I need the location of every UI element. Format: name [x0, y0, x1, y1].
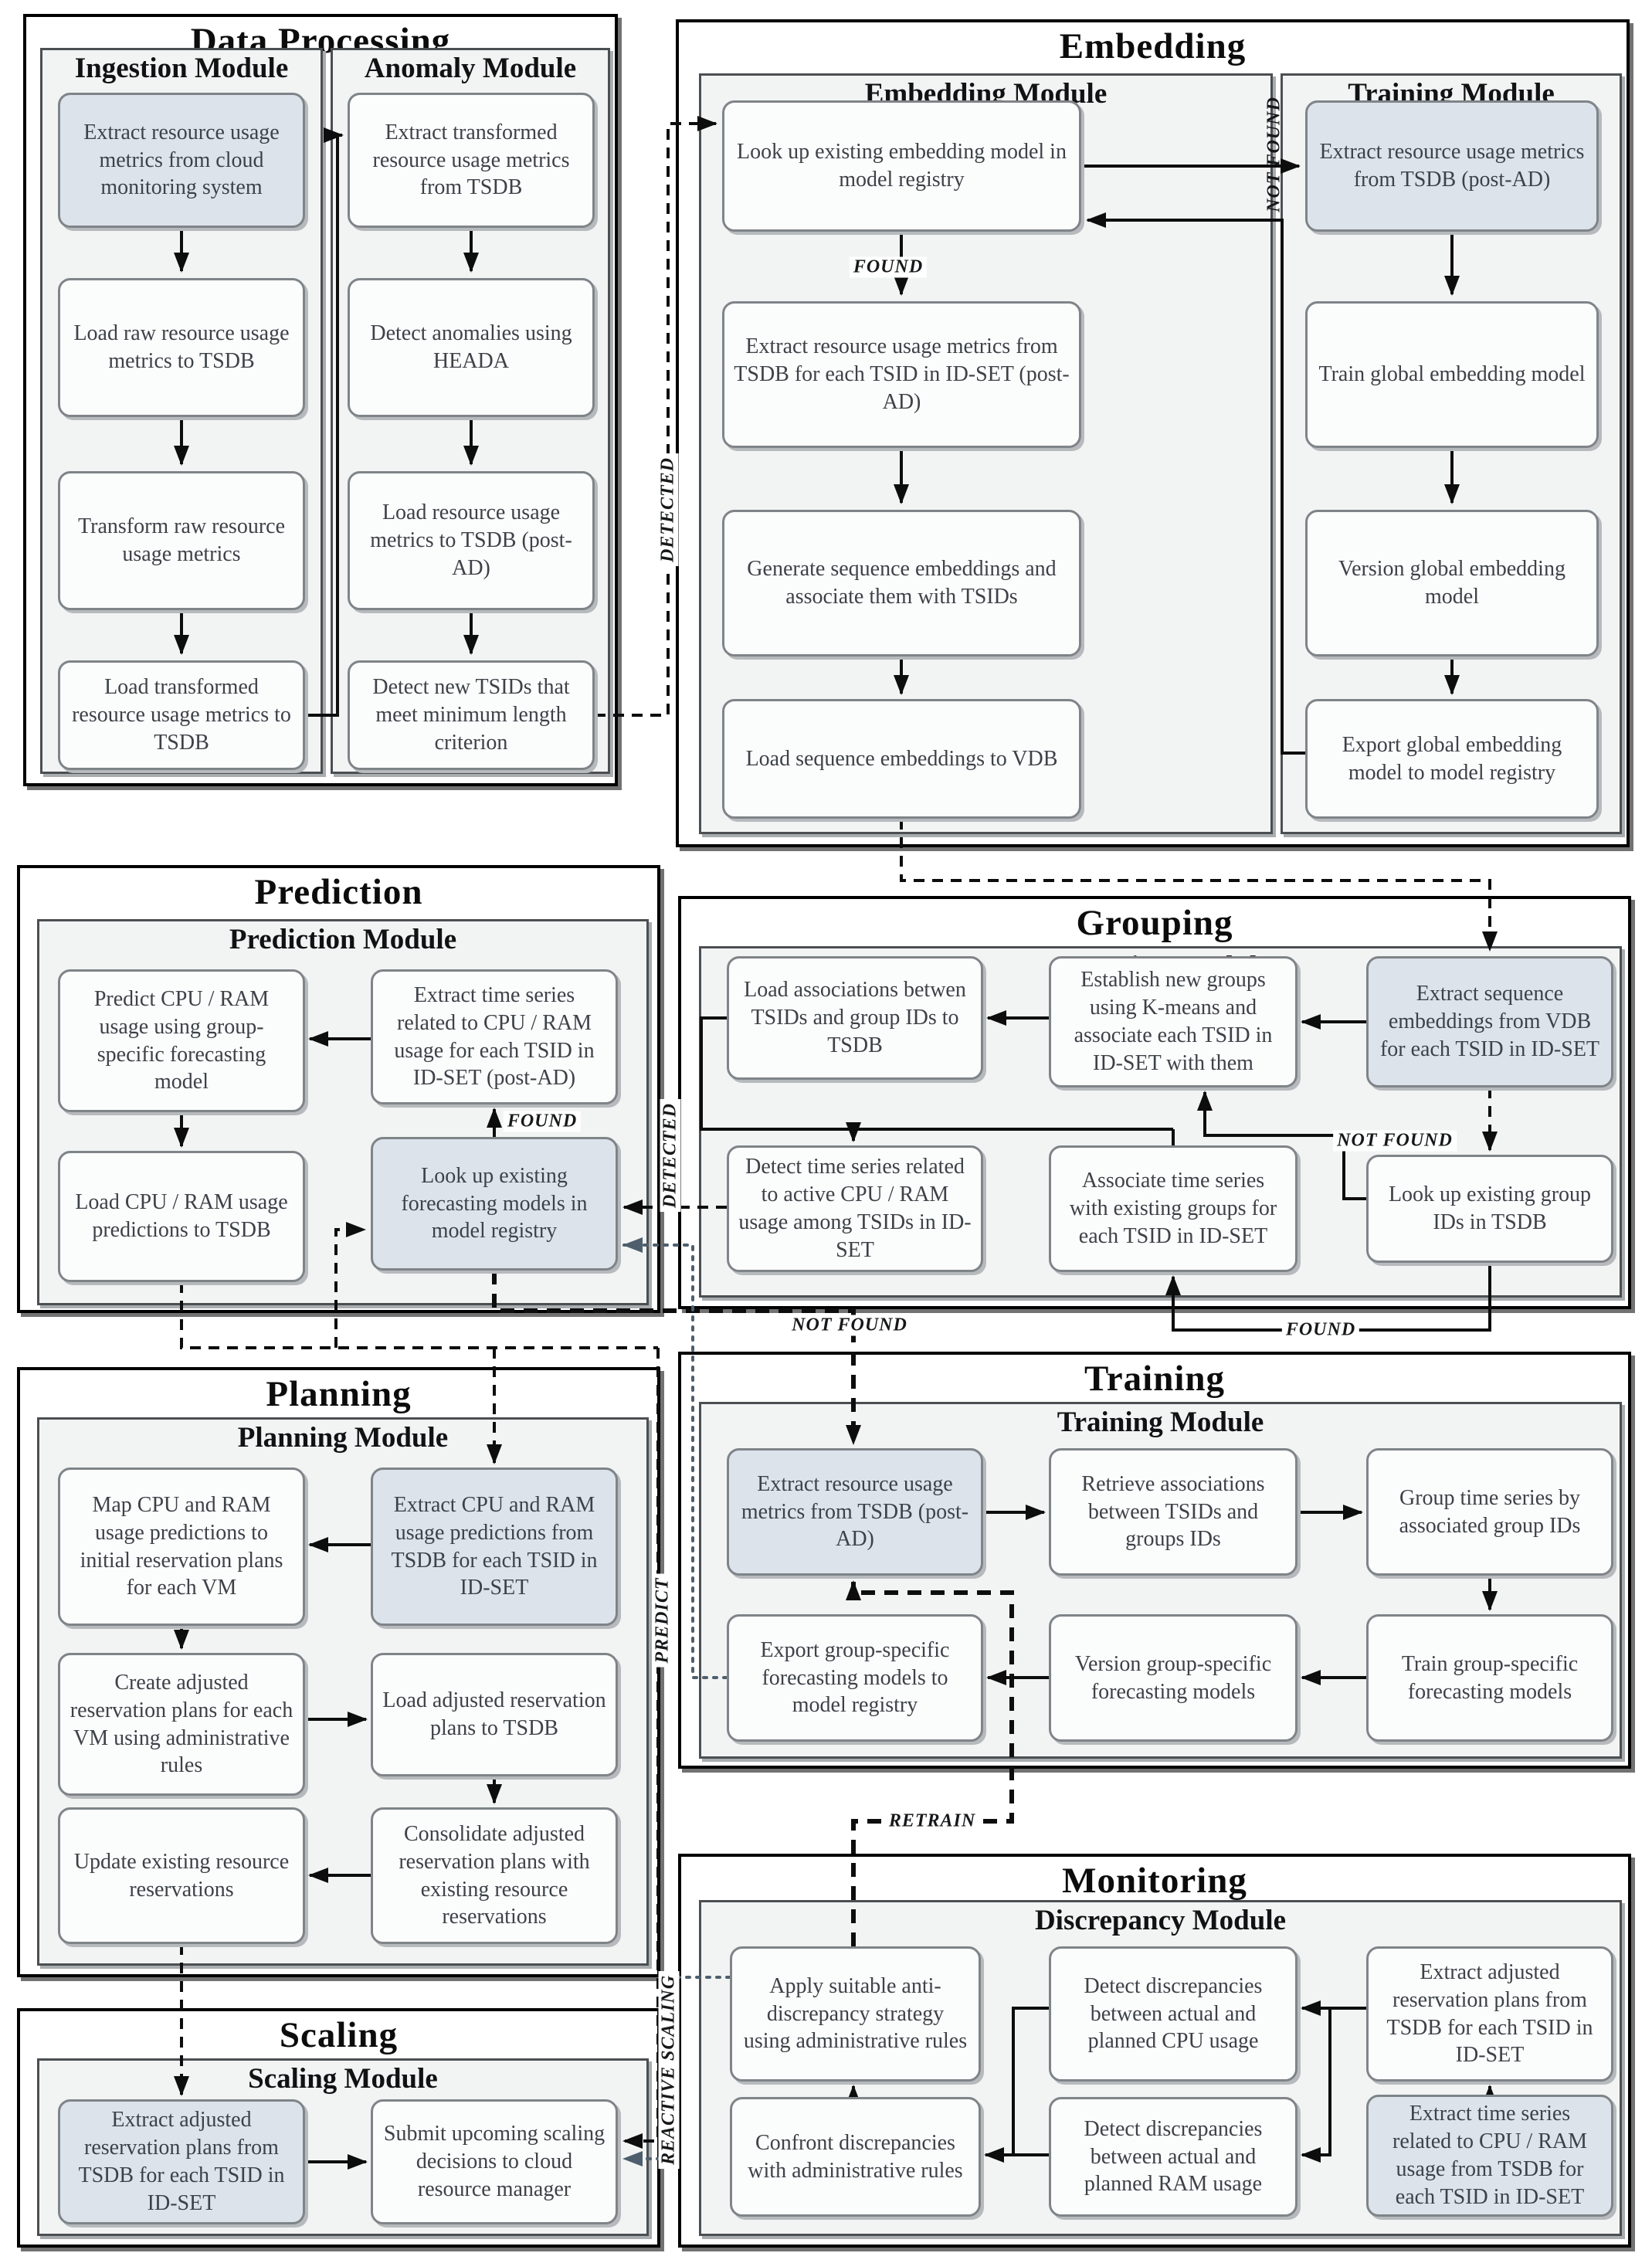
- node-extract-timeseries-cpu-ram: Extract time series related to CPU / RAM…: [371, 969, 618, 1104]
- node-transform-raw-metrics: Transform raw resource usage metrics: [58, 471, 305, 610]
- edge-label-not-found-grouping: NOT FOUND: [1333, 1130, 1457, 1152]
- node-detect-new-tsids: Detect new TSIDs that meet minimum lengt…: [348, 660, 595, 770]
- section-title-prediction: Prediction: [254, 872, 423, 912]
- module-title-anomaly: Anomaly Module: [364, 53, 577, 84]
- module-title-ingestion: Ingestion Module: [74, 53, 289, 84]
- node-detect-cpu-discrepancies: Detect discrepancies between actual and …: [1049, 1946, 1298, 2082]
- node-extract-transformed-metrics: Extract transformed resource usage metri…: [348, 93, 595, 228]
- node-retrieve-associations: Retrieve associations between TSIDs and …: [1049, 1448, 1298, 1576]
- node-establish-new-groups: Establish new groups using K-means and a…: [1049, 956, 1298, 1087]
- node-extract-timeseries-monitoring: Extract time series related to CPU / RAM…: [1366, 2095, 1613, 2217]
- node-load-metrics-post-ad: Load resource usage metrics to TSDB (pos…: [348, 471, 595, 610]
- node-lookup-group-ids: Look up existing group IDs in TSDB: [1366, 1155, 1613, 1263]
- node-train-forecasting-models: Train group-specific forecasting models: [1366, 1614, 1613, 1742]
- section-title-grouping: Grouping: [1076, 903, 1233, 943]
- node-update-reservations: Update existing resource reservations: [58, 1807, 305, 1944]
- module-title-prediction: Prediction Module: [229, 924, 457, 955]
- edge-label-found-embedding: FOUND: [849, 256, 928, 278]
- node-extract-metrics-per-tsid: Extract resource usage metrics from TSDB…: [722, 301, 1081, 448]
- node-lookup-embedding-model: Look up existing embedding model in mode…: [722, 100, 1081, 232]
- node-extract-sequence-embeddings: Extract sequence embeddings from VDB for…: [1366, 956, 1613, 1087]
- edge-label-not-found-training: NOT FOUND: [788, 1315, 911, 1336]
- module-title-discrepancy: Discrepancy Module: [1034, 1905, 1287, 1936]
- edge-label-not-found-embedding: NOT FOUND: [1264, 97, 1284, 212]
- module-title-scaling: Scaling Module: [248, 2063, 438, 2095]
- node-load-adjusted-plans: Load adjusted reservation plans to TSDB: [371, 1653, 618, 1776]
- section-title-planning: Planning: [266, 1374, 412, 1414]
- node-apply-anti-discrepancy: Apply suitable anti-discrepancy strategy…: [730, 1946, 981, 2082]
- node-predict-cpu-ram: Predict CPU / RAM usage using group-spec…: [58, 969, 305, 1112]
- edge-label-found-prediction: FOUND: [503, 1111, 582, 1132]
- node-load-predictions-tsdb: Load CPU / RAM usage predictions to TSDB: [58, 1151, 305, 1282]
- edge-label-found-grouping: FOUND: [1281, 1319, 1360, 1341]
- module-title-planning: Planning Module: [237, 1422, 449, 1454]
- node-export-global-embedding-model: Export global embedding model to model r…: [1305, 699, 1599, 819]
- edge-label-detected-grouping: DETECTED: [660, 1098, 681, 1213]
- node-detect-anomalies-heada: Detect anomalies using HEADA: [348, 278, 595, 417]
- node-train-global-embedding-model: Train global embedding model: [1305, 301, 1599, 448]
- edge-label-reactive-scaling: REACTIVE SCALING: [658, 1970, 680, 2170]
- node-load-transformed-metrics: Load transformed resource usage metrics …: [58, 660, 305, 770]
- section-title-embedding: Embedding: [1059, 26, 1247, 66]
- node-detect-active-timeseries: Detect time series related to active CPU…: [727, 1145, 983, 1272]
- edge-label-predict: PREDICT: [652, 1573, 673, 1668]
- node-extract-adjusted-plans-scaling: Extract adjusted reservation plans from …: [58, 2099, 305, 2224]
- node-submit-scaling-decisions: Submit upcoming scaling decisions to clo…: [371, 2099, 618, 2224]
- section-title-training: Training: [1084, 1359, 1226, 1399]
- node-detect-ram-discrepancies: Detect discrepancies between actual and …: [1049, 2097, 1298, 2217]
- node-consolidate-plans: Consolidate adjusted reservation plans w…: [371, 1807, 618, 1944]
- node-load-raw-metrics: Load raw resource usage metrics to TSDB: [58, 278, 305, 417]
- node-extract-adjusted-plans-monitoring: Extract adjusted reservation plans from …: [1366, 1946, 1613, 2082]
- section-title-scaling: Scaling: [279, 2015, 399, 2055]
- node-map-predictions-plans: Map CPU and RAM usage predictions to ini…: [58, 1468, 305, 1626]
- node-extract-predictions-tsdb: Extract CPU and RAM usage predictions fr…: [371, 1468, 618, 1626]
- node-version-global-embedding-model: Version global embedding model: [1305, 510, 1599, 657]
- node-confront-discrepancies: Confront discrepancies with administrati…: [730, 2097, 981, 2217]
- node-group-timeseries: Group time series by associated group ID…: [1366, 1448, 1613, 1576]
- edge-label-detected-dataproc: DETECTED: [657, 453, 679, 567]
- node-generate-sequence-embeddings: Generate sequence embeddings and associa…: [722, 510, 1081, 657]
- node-create-adjusted-plans: Create adjusted reservation plans for ea…: [58, 1653, 305, 1796]
- node-et-extract-metrics-post-ad: Extract resource usage metrics from TSDB…: [1305, 100, 1599, 232]
- node-version-forecasting-models: Version group-specific forecasting model…: [1049, 1614, 1298, 1742]
- section-title-monitoring: Monitoring: [1062, 1861, 1247, 1901]
- module-title-training: Training Module: [1057, 1406, 1264, 1438]
- edge-label-retrain: RETRAIN: [884, 1810, 980, 1832]
- node-load-embeddings-vdb: Load sequence embeddings to VDB: [722, 699, 1081, 819]
- node-t-extract-metrics-post-ad: Extract resource usage metrics from TSDB…: [727, 1448, 983, 1576]
- node-lookup-forecasting-models: Look up existing forecasting models in m…: [371, 1137, 618, 1271]
- node-associate-existing-groups: Associate time series with existing grou…: [1049, 1145, 1298, 1272]
- node-extract-cloud-metrics: Extract resource usage metrics from clou…: [58, 93, 305, 228]
- node-load-associations-tsdb: Load associations betwen TSIDs and group…: [727, 956, 983, 1080]
- node-export-forecasting-models: Export group-specific forecasting models…: [727, 1614, 983, 1742]
